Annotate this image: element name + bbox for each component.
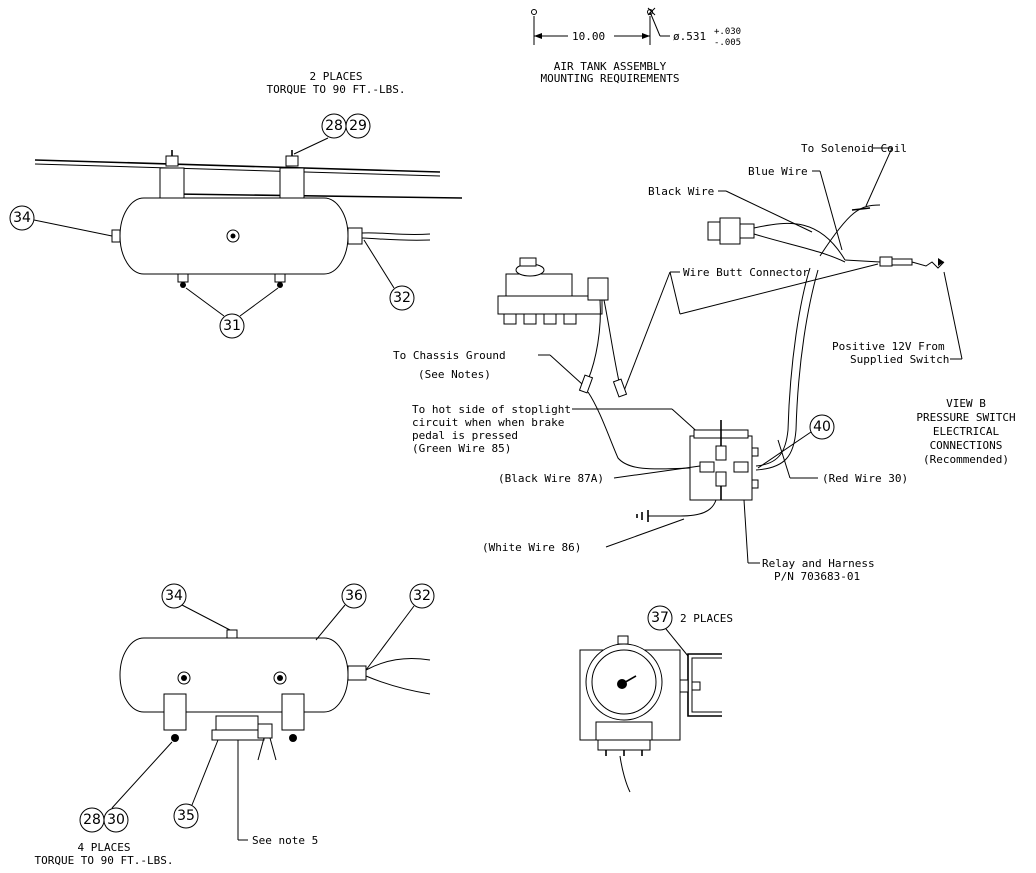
label-black-87a: (Black Wire 87A): [498, 472, 604, 485]
balloon-32-bottom: [409, 583, 435, 609]
view-title-4: CONNECTIONS: [930, 439, 1003, 452]
balloon-29-top: [345, 113, 371, 139]
label-see-note-5: See note 5: [252, 834, 318, 847]
bottom-view-tank: 34 36 32 28 30 35 See note 5 4 PLACES TO…: [34, 583, 435, 867]
frame-rail: [34, 159, 441, 173]
balloon-31-top-label: 31: [223, 318, 241, 334]
balloon-28-bottom-label: 28: [83, 812, 101, 828]
mounting-title-line2: MOUNTING REQUIREMENTS: [540, 72, 679, 85]
brake-unit: [497, 295, 603, 315]
view-title-2: PRESSURE SWITCH: [916, 411, 1015, 424]
view-title-3: ELECTRICAL: [933, 425, 1000, 438]
end-view-tank: 37 2 PLACES: [579, 605, 733, 793]
pressure-switch: [707, 221, 721, 241]
view-title-5: (Recommended): [923, 453, 1009, 466]
balloon-37: [647, 605, 673, 631]
mounting-requirements: 10.00 ø.531 +.030 -.005 AIR TANK ASSEMBL…: [531, 7, 741, 85]
top-view-tank: 2 PLACES TORQUE TO 90 FT.-LBS. 28 29: [9, 70, 463, 339]
valve-block: [215, 715, 259, 731]
label-to-solenoid: To Solenoid Coil: [801, 142, 907, 155]
label-relay-2: P/N 703683-01: [774, 570, 860, 583]
top-places-label: 2 PLACES: [310, 70, 363, 83]
bottom-tank-body: [119, 637, 349, 713]
balloon-28-top-label: 28: [325, 118, 343, 134]
top-bracket-left: [159, 167, 185, 199]
balloon-32-top-label: 32: [393, 290, 411, 306]
balloon-36: [341, 583, 367, 609]
balloon-30-label: 30: [107, 812, 125, 828]
tolerance-minus: -.005: [714, 38, 741, 48]
balloon-32-top: [389, 285, 415, 311]
label-hot-side-3: pedal is pressed: [412, 429, 518, 442]
bottom-torque-label: TORQUE TO 90 FT.-LBS.: [34, 854, 173, 867]
label-black-wire: Black Wire: [648, 185, 714, 198]
balloon-35: [173, 803, 199, 829]
label-positive-12v-2: Supplied Switch: [850, 353, 949, 366]
balloon-37-label: 37: [651, 610, 669, 626]
balloon-40-label: 40: [813, 419, 831, 435]
end-places-label: 2 PLACES: [680, 612, 733, 625]
label-blue-wire: Blue Wire: [748, 165, 808, 178]
label-relay-1: Relay and Harness: [762, 557, 875, 570]
balloon-35-label: 35: [177, 808, 195, 824]
label-butt-connector: Wire Butt Connector: [683, 266, 809, 279]
drain-plug: [111, 229, 121, 243]
balloon-34-bottom: [161, 583, 187, 609]
label-positive-12v-1: Positive 12V From: [832, 340, 945, 353]
balloon-30: [103, 807, 129, 833]
mounting-title-line1: AIR TANK ASSEMBLY: [554, 60, 667, 73]
balloon-40: [809, 414, 835, 440]
balloon-34-top-label: 34: [13, 210, 31, 226]
balloon-32-bottom-label: 32: [413, 588, 431, 604]
bottom-places-label: 4 PLACES: [78, 841, 131, 854]
balloon-36-label: 36: [345, 588, 363, 604]
label-red-30: (Red Wire 30): [822, 472, 908, 485]
view-title-1: VIEW B: [946, 397, 986, 410]
mounting-dimension: 10.00: [572, 30, 605, 43]
outlet-fitting: [347, 227, 363, 245]
label-chassis-ground: To Chassis Ground: [393, 349, 506, 362]
label-hot-side-4: (Green Wire 85): [412, 442, 511, 455]
label-hot-side-2: circuit when when brake: [412, 416, 564, 429]
label-hot-side-1: To hot side of stoplight: [412, 403, 571, 416]
balloon-34-bottom-label: 34: [165, 588, 183, 604]
top-bracket-right: [279, 167, 305, 199]
tolerance-plus: +.030: [714, 27, 741, 37]
balloon-34-top: [9, 205, 35, 231]
label-see-notes: (See Notes): [418, 368, 491, 381]
top-torque-label: TORQUE TO 90 FT.-LBS.: [266, 83, 405, 96]
balloon-29-top-label: 29: [349, 118, 367, 134]
label-white-86: (White Wire 86): [482, 541, 581, 554]
balloon-31-top: [219, 313, 245, 339]
mounting-diameter: ø.531: [673, 30, 706, 43]
wiring-view-b: To Solenoid Coil Blue Wire Black Wire Wi…: [393, 142, 1016, 583]
